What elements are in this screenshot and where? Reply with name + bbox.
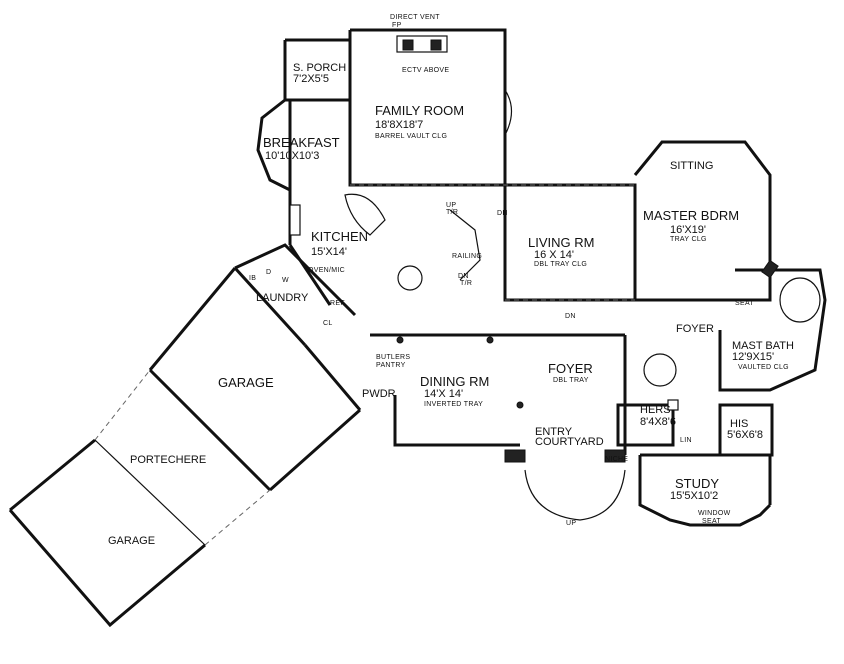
room-size: 14'X 14' (424, 388, 463, 400)
room-labels: FAMILY ROOM 18'8X18'7 BARREL VAULT CLG S… (108, 62, 794, 547)
room-size: 15'X14' (311, 246, 347, 258)
room-name: FAMILY ROOM (375, 103, 464, 118)
walls (8, 28, 827, 628)
note: ECTV ABOVE (402, 67, 449, 74)
room-size: 18'8X18'7 (375, 119, 423, 131)
room-note: DBL TRAY (553, 377, 589, 384)
kitchen-sink (397, 265, 423, 291)
room-size: 15'5X10'2 (670, 490, 718, 502)
room-note: VAULTED CLG (738, 364, 789, 371)
room-name: ENTRY (535, 426, 573, 438)
note: DIRECT VENT (390, 14, 440, 21)
room-name: HERS (640, 404, 671, 416)
note: T/R (446, 209, 458, 216)
room-note: DBL TRAY CLG (534, 261, 587, 268)
note: REF (330, 300, 345, 307)
room-name: HIS (730, 418, 748, 430)
room-size: 5'6X6'8 (727, 429, 763, 441)
room-name: FOYER (676, 323, 714, 335)
note: OVEN/MIC (308, 267, 345, 274)
room-size: 16 X 14' (534, 249, 574, 261)
note: UP (446, 202, 456, 209)
room-name: LIVING RM (528, 235, 594, 250)
room-note: TRAY CLG (670, 236, 707, 243)
note: NICHE (605, 456, 628, 463)
kitchen-island (344, 193, 386, 236)
room-name: SITTING (670, 160, 713, 172)
note: PANTRY (376, 362, 406, 369)
room-name: BREAKFAST (263, 135, 340, 150)
note: WINDOW (698, 510, 731, 517)
room-size: 10'10X10'3 (265, 150, 319, 162)
room-name: FOYER (548, 361, 593, 376)
note: DN (497, 210, 508, 217)
room-name: PWDR (362, 388, 396, 400)
room-name: LAUNDRY (256, 292, 309, 304)
room-name: S. PORCH (293, 62, 346, 74)
room-size: 7'2X5'5 (293, 73, 329, 85)
room-name: MAST BATH (732, 340, 794, 352)
stair-icon (449, 209, 481, 281)
room-size: 16'X19' (670, 224, 706, 236)
note: RAILING (452, 253, 482, 260)
room-note: INVERTED TRAY (424, 401, 483, 408)
annotations: DIRECT VENT FP ECTV ABOVE UP T/R DN T/R … (249, 14, 754, 527)
room-name: GARAGE (108, 535, 155, 547)
note: IB (249, 275, 256, 282)
note: UP (566, 520, 576, 527)
note: DN (458, 273, 469, 280)
room-size: 12'9X15' (732, 351, 774, 363)
room-name: PORTECHERE (130, 454, 206, 466)
note: LIN (680, 437, 692, 444)
note: SEAT (735, 300, 754, 307)
room-name: KITCHEN (311, 229, 368, 244)
room-name: COURTYARD (535, 436, 604, 448)
note: DN (565, 313, 576, 320)
room-size: 8'4X8'6 (640, 416, 676, 428)
fixtures (289, 35, 679, 411)
note: T/R (460, 280, 472, 287)
room-note: BARREL VAULT CLG (375, 133, 447, 140)
note: FP (392, 22, 402, 29)
room-name: STUDY (675, 476, 719, 491)
note: W (282, 277, 289, 284)
kitchen-counter (289, 204, 301, 236)
room-name: GARAGE (218, 375, 274, 390)
note: SEAT (702, 518, 721, 525)
room-name: MASTER BDRM (643, 208, 739, 223)
note: D (266, 269, 271, 276)
note: BUTLERS (376, 354, 410, 361)
note: CL (323, 320, 333, 327)
spiral-stair-icon (643, 353, 677, 387)
room-name: DINING RM (420, 374, 489, 389)
